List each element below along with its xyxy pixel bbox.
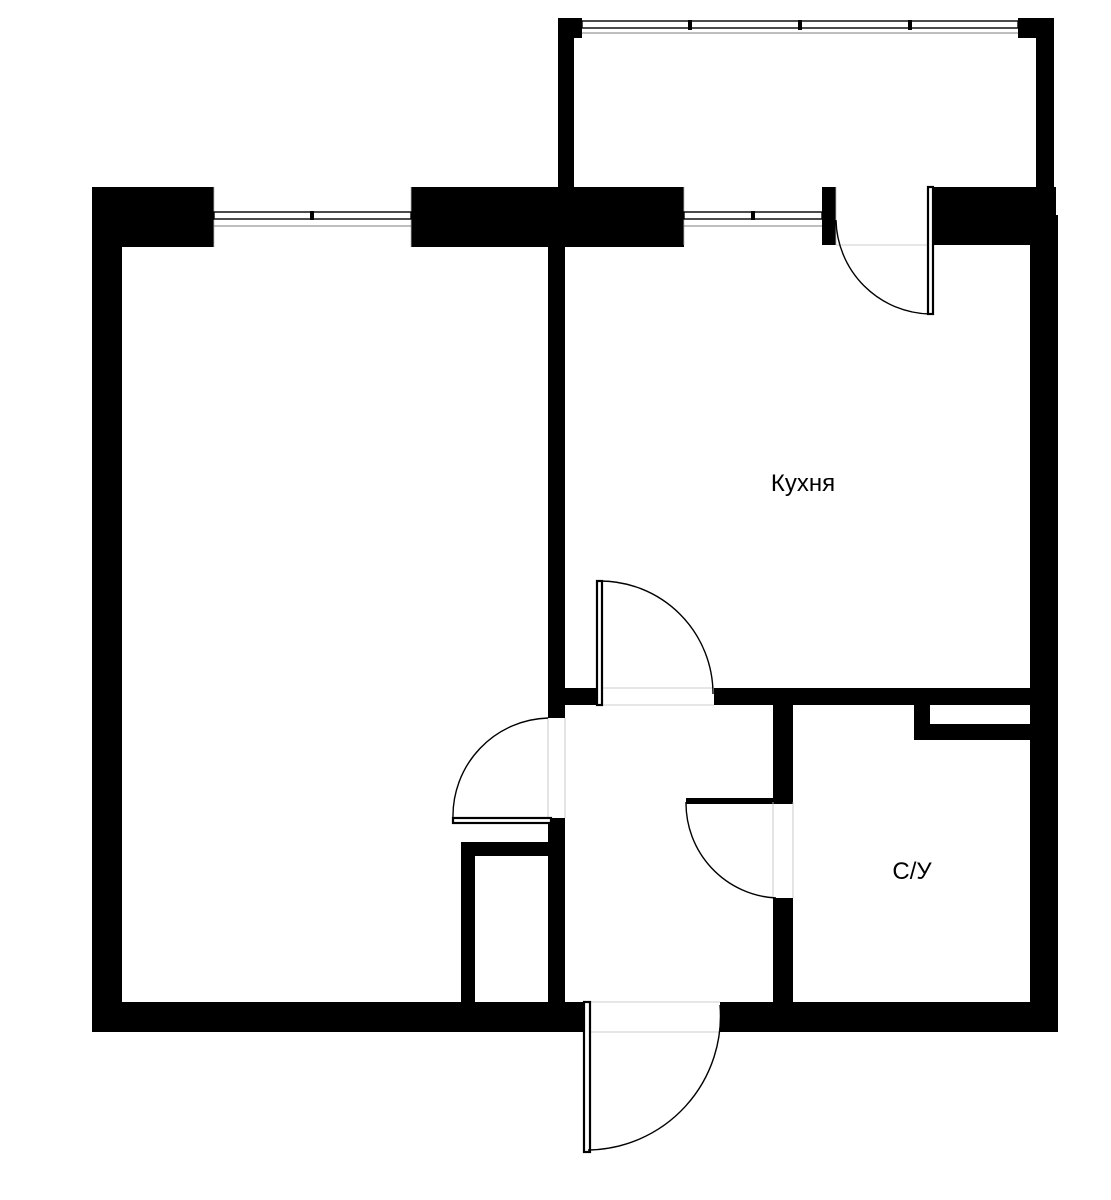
closet-left: [461, 842, 475, 1032]
wall-room-hall-lower: [548, 822, 565, 1032]
vent-shaft-bottom: [914, 724, 1032, 740]
balcony-wall-right: [1036, 18, 1054, 220]
doors: [451, 185, 935, 1154]
windows: [213, 187, 823, 247]
wall-hall-bath-upper: [773, 705, 793, 802]
left-wall: [92, 187, 122, 1032]
kitchen-bottom-wall-right: [714, 688, 1032, 705]
door-kitchen: [595, 579, 714, 707]
kitchen-bottom-wall-left: [548, 688, 600, 705]
wall-room-kitchen: [548, 245, 565, 718]
interior-walls: [452, 245, 1032, 1032]
top-wall-center: [411, 187, 684, 247]
balcony: [558, 18, 1054, 220]
wall-hall-bath-lower: [773, 898, 793, 1032]
wall-hall-bath-stub: [686, 798, 793, 804]
balcony-wall-left: [558, 18, 574, 190]
window-kitchen: [683, 187, 823, 245]
balcony-glazing: [581, 20, 1019, 34]
door-bathroom: [685, 801, 794, 899]
kitchen-label: Кухня: [771, 470, 835, 497]
door-balcony: [835, 185, 935, 316]
balcony-post-right: [1018, 18, 1054, 38]
window-living-room: [213, 187, 412, 247]
outer-walls: [92, 187, 1058, 1032]
door-entrance: [582, 1000, 722, 1154]
bottom-wall-right: [720, 1002, 1058, 1032]
right-wall: [1030, 215, 1058, 1032]
top-wall-kitchen-pier: [822, 187, 836, 245]
closet-top: [461, 842, 565, 856]
bathroom-label: С/У: [892, 858, 932, 885]
bottom-wall-left: [92, 1002, 584, 1032]
door-living-room: [451, 717, 566, 825]
balcony-post-left: [558, 18, 582, 38]
